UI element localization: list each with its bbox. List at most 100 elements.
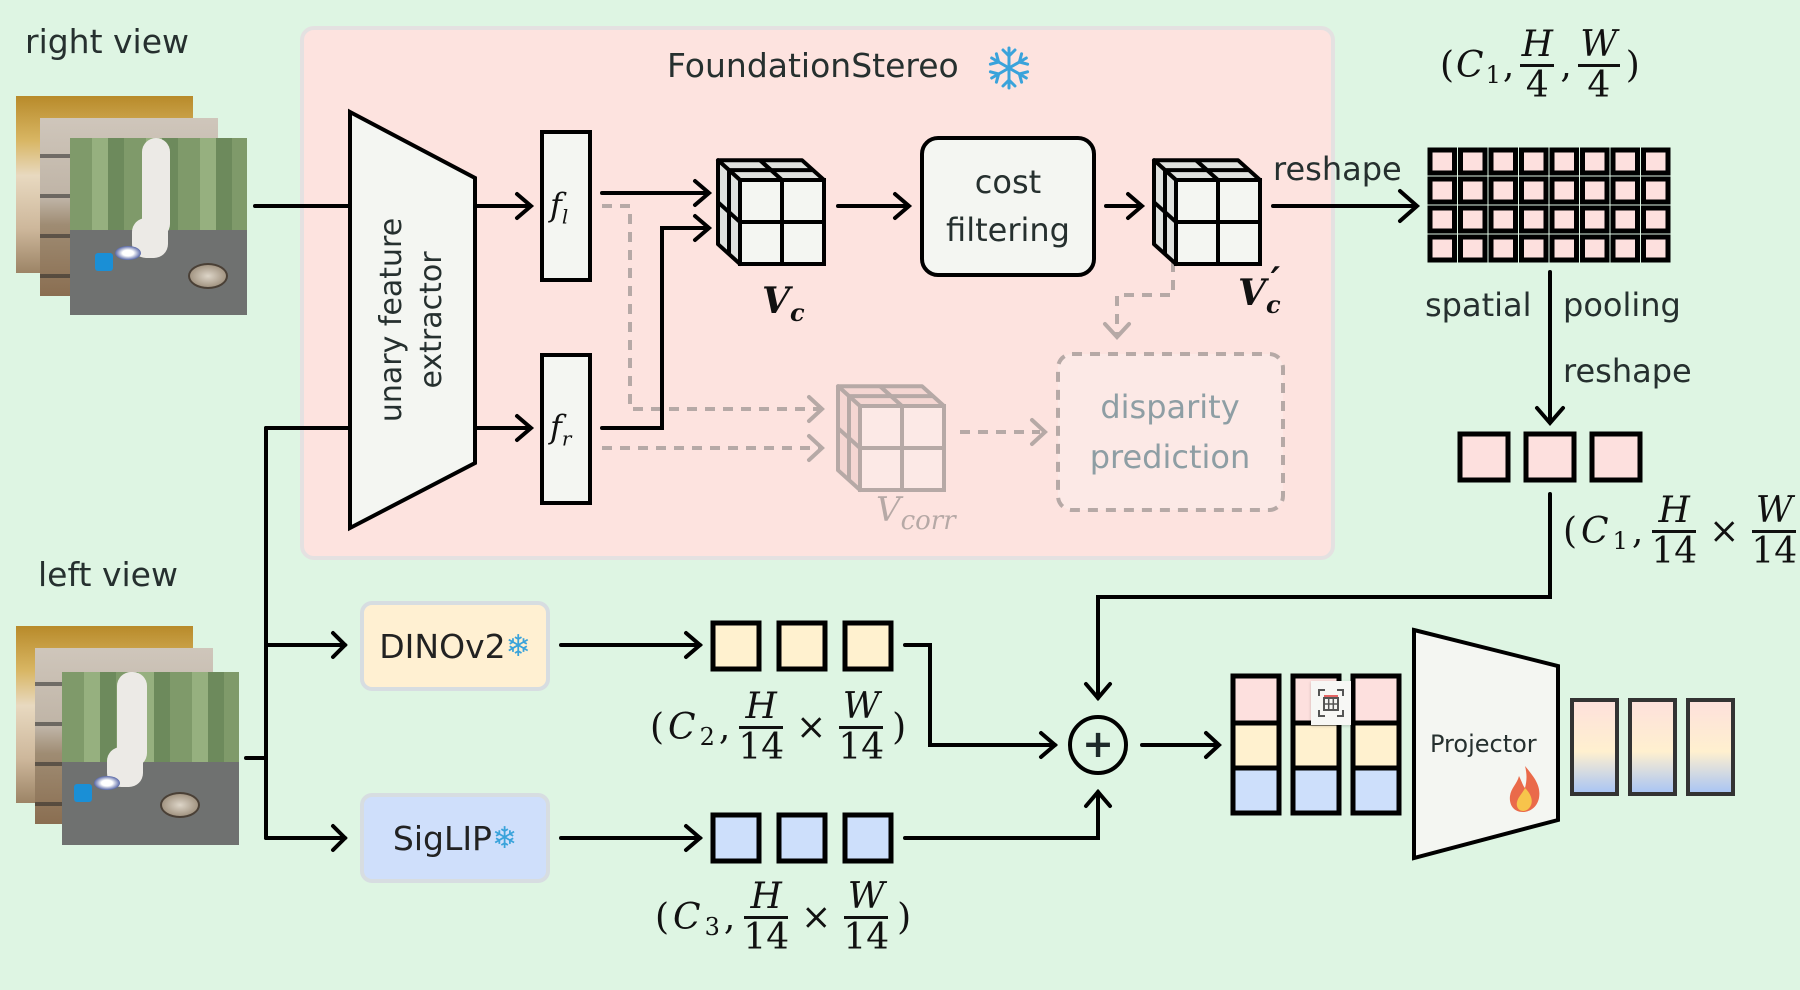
grid-token (1580, 176, 1610, 205)
dinov2-tokens (710, 620, 894, 672)
disparity-prediction-box (1056, 352, 1285, 512)
siglip-encoder: SigLIP❄ (360, 793, 550, 883)
cost-volume-label: Vc (762, 280, 805, 328)
correlation-volume-label: Vcorr (876, 490, 956, 536)
grid-token (1549, 205, 1579, 234)
grid-token (1458, 176, 1488, 205)
grid-token (1610, 234, 1640, 263)
grid-token (1610, 176, 1640, 205)
dinov2-token (710, 620, 762, 672)
filtered-cost-volume-cube (1152, 158, 1262, 266)
pooled-token (1589, 431, 1643, 483)
dinov2-token (842, 620, 894, 672)
output-token (1686, 698, 1735, 796)
grid-token (1458, 234, 1488, 263)
unary-feature-extractor (348, 108, 477, 532)
feature-left-label: fl (550, 186, 569, 229)
output-token (1570, 698, 1619, 796)
grid-token (1519, 147, 1549, 176)
fused-dino-part (1290, 720, 1342, 771)
pooled-token (1457, 431, 1511, 483)
snowflake-icon: ❄ (505, 628, 531, 664)
cost-volume-cube (716, 158, 826, 266)
grid-token (1641, 147, 1671, 176)
cost-filtering-box (920, 136, 1096, 277)
left-view-label: left view (38, 555, 178, 594)
fused-stereo-part (1350, 673, 1402, 726)
projected-output-tokens (1570, 698, 1735, 796)
grid-token (1580, 205, 1610, 234)
left-view-frame-front (62, 672, 239, 845)
grid-token (1427, 205, 1457, 234)
grid-token (1580, 234, 1610, 263)
pooled-dimensions-label: (C1,H14×W14) (1563, 490, 1798, 572)
reshape2-label: reshape (1563, 352, 1692, 390)
grid-token (1488, 234, 1518, 263)
grid-token (1641, 205, 1671, 234)
snowflake-icon: ❄ (491, 820, 518, 856)
grid-token (1427, 176, 1457, 205)
grid-token (1580, 147, 1610, 176)
pooled-token (1523, 431, 1577, 483)
cube-divider (836, 426, 862, 450)
right-view-label: right view (25, 22, 190, 61)
siglip-tokens (710, 812, 894, 864)
grid-token (1488, 147, 1518, 176)
concat-plus-sign: + (1082, 722, 1114, 767)
reshape-label: reshape (1273, 150, 1402, 188)
siglip-token (842, 812, 894, 864)
right-view-frame-front (70, 138, 247, 315)
projector-label: Projector (1430, 730, 1537, 758)
grid-token (1519, 234, 1549, 263)
table-capture-icon (1318, 689, 1344, 717)
grid-token (1610, 147, 1640, 176)
reshaped-token-grid (1427, 147, 1671, 263)
concat-operator (1068, 715, 1128, 775)
siglip-token (710, 812, 762, 864)
cube-divider (1152, 200, 1178, 224)
cost-filtering-label: cost filtering (946, 163, 1070, 249)
pooled-stereo-tokens (1457, 431, 1643, 483)
grid-token (1458, 147, 1488, 176)
grid-token (1488, 205, 1518, 234)
grid-token (1519, 205, 1549, 234)
feature-right-box (540, 353, 592, 505)
fused-token-column (1350, 673, 1402, 816)
fused-stereo-part (1230, 673, 1282, 726)
foundation-stereo-title: FoundationStereo (667, 46, 959, 85)
grid-token (1427, 234, 1457, 263)
grid-token (1427, 147, 1457, 176)
table-capture-button[interactable] (1311, 681, 1351, 725)
grid-token (1641, 176, 1671, 205)
fused-dino-part (1230, 720, 1282, 771)
grid-token (1458, 205, 1488, 234)
feature-left-box (540, 130, 592, 282)
grid-token (1519, 176, 1549, 205)
grid-token (1641, 234, 1671, 263)
grid-token (1549, 176, 1579, 205)
siglip-token (776, 812, 828, 864)
grid-token (1488, 176, 1518, 205)
correlation-volume-cube (836, 384, 946, 492)
disparity-prediction-label: disparity prediction (1089, 388, 1251, 476)
filtered-cost-volume-label: Vc′ (1238, 260, 1281, 320)
fused-siglip-part (1350, 765, 1402, 816)
grid-token (1610, 205, 1640, 234)
output-token (1628, 698, 1677, 796)
fused-siglip-part (1230, 765, 1282, 816)
dinov2-encoder: DINOv2❄ (360, 601, 550, 691)
grid-token (1549, 147, 1579, 176)
grid-token (1549, 234, 1579, 263)
fused-dino-part (1350, 720, 1402, 771)
fused-token-column (1230, 673, 1282, 816)
dinov2-token (776, 620, 828, 672)
